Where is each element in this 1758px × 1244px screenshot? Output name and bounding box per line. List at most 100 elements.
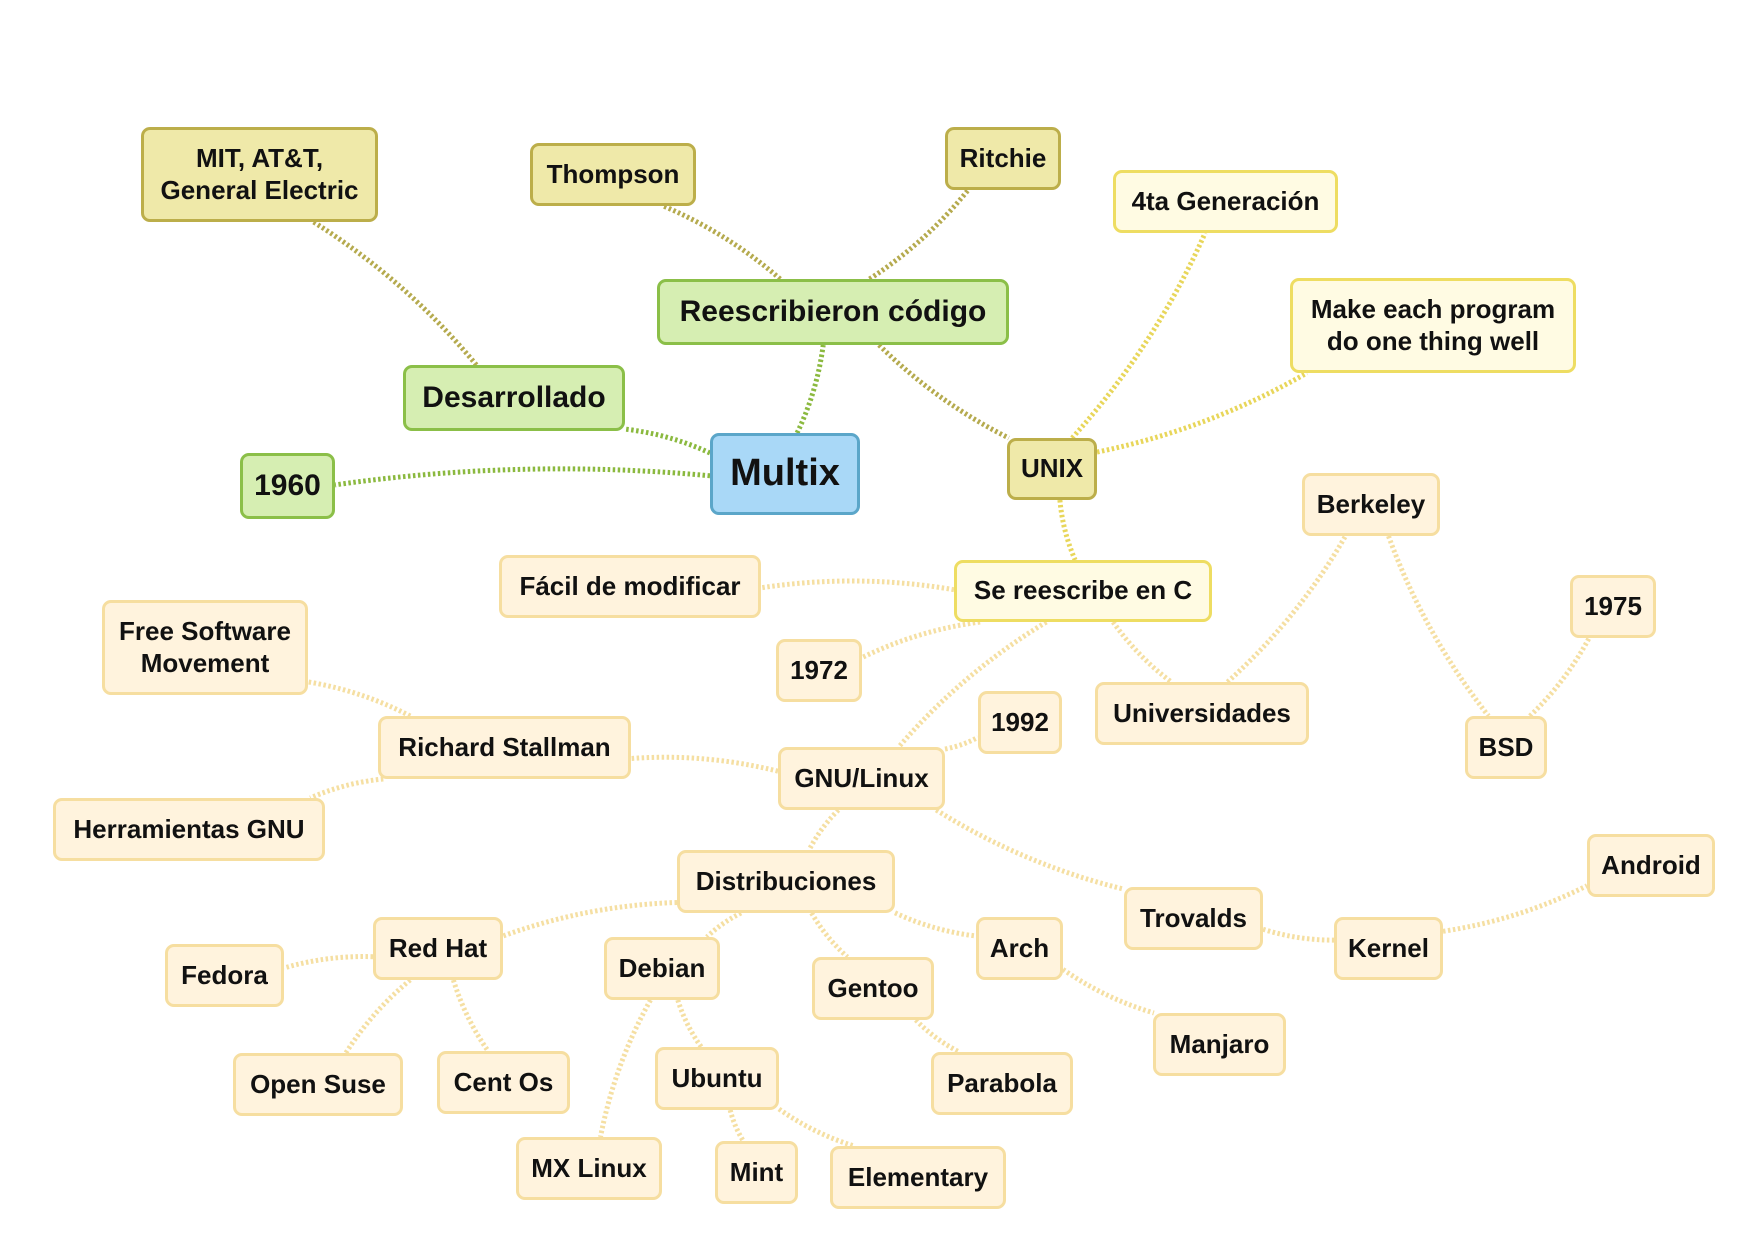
node-android[interactable]: Android bbox=[1587, 834, 1715, 897]
node-label: Thompson bbox=[546, 158, 680, 189]
node-label: Make each program do one thing well bbox=[1310, 294, 1556, 356]
node-fedora[interactable]: Fedora bbox=[165, 944, 284, 1007]
node-facil[interactable]: Fácil de modificar bbox=[499, 555, 761, 618]
node-ritchie[interactable]: Ritchie bbox=[945, 127, 1061, 190]
connector-universidades-berkeley bbox=[1225, 534, 1348, 684]
connector-reescribieron-ritchie bbox=[868, 188, 971, 282]
connector-redhat-fedora bbox=[283, 954, 374, 971]
node-label: Ritchie bbox=[959, 142, 1047, 173]
node-berkeley[interactable]: Berkeley bbox=[1302, 473, 1440, 536]
node-reescribieron[interactable]: Reescribieron código bbox=[657, 279, 1009, 345]
node-make[interactable]: Make each program do one thing well bbox=[1290, 278, 1576, 373]
connector-gnulinux-y1992 bbox=[944, 735, 980, 752]
node-opensuse[interactable]: Open Suse bbox=[233, 1053, 403, 1116]
node-mint[interactable]: Mint bbox=[715, 1141, 798, 1204]
node-y1992[interactable]: 1992 bbox=[978, 691, 1062, 754]
node-label: UNIX bbox=[1020, 453, 1084, 484]
connector-multix-desarrollado bbox=[624, 426, 712, 456]
connector-multix-reescribieron bbox=[794, 344, 826, 435]
node-parabola[interactable]: Parabola bbox=[931, 1052, 1073, 1115]
node-label: Open Suse bbox=[250, 1068, 386, 1099]
connector-unix-make bbox=[1096, 370, 1309, 455]
node-label: Cent Os bbox=[453, 1066, 554, 1097]
connector-gnulinux-distribuciones bbox=[806, 808, 841, 852]
node-ubuntu[interactable]: Ubuntu bbox=[655, 1047, 779, 1110]
connector-gnulinux-trovalds bbox=[934, 807, 1125, 892]
node-label: Richard Stallman bbox=[398, 731, 611, 762]
connector-berkeley-bsd bbox=[1386, 535, 1491, 718]
node-manjaro[interactable]: Manjaro bbox=[1153, 1013, 1286, 1076]
node-mxlinux[interactable]: MX Linux bbox=[516, 1137, 662, 1200]
node-trovalds[interactable]: Trovalds bbox=[1124, 887, 1263, 950]
node-cuarta[interactable]: 4ta Generación bbox=[1113, 170, 1338, 233]
connector-ubuntu-mint bbox=[727, 1109, 746, 1143]
connector-debian-ubuntu bbox=[675, 999, 704, 1049]
node-stallman[interactable]: Richard Stallman bbox=[378, 716, 631, 779]
connector-sereescribe-facil bbox=[760, 578, 955, 593]
node-label: Red Hat bbox=[388, 932, 488, 963]
node-redhat[interactable]: Red Hat bbox=[373, 917, 503, 980]
connector-redhat-centos bbox=[451, 979, 491, 1053]
node-thompson[interactable]: Thompson bbox=[530, 143, 696, 206]
node-label: 1975 bbox=[1584, 590, 1642, 621]
connector-distribuciones-arch bbox=[893, 910, 977, 939]
connector-multix-y1960 bbox=[334, 466, 711, 488]
node-label: Parabola bbox=[947, 1067, 1057, 1098]
node-label: Multix bbox=[730, 452, 840, 495]
connector-reescribieron-unix bbox=[877, 343, 1010, 441]
node-herramientas[interactable]: Herramientas GNU bbox=[53, 798, 325, 861]
connector-distribuciones-debian bbox=[705, 910, 743, 939]
connector-stallman-fsm bbox=[307, 679, 412, 719]
node-label: MX Linux bbox=[531, 1152, 647, 1183]
node-label: Reescribieron código bbox=[679, 295, 987, 328]
node-y1972[interactable]: 1972 bbox=[776, 639, 862, 702]
node-kernel[interactable]: Kernel bbox=[1334, 917, 1443, 980]
node-label: MIT, AT&T, General Electric bbox=[160, 143, 359, 205]
node-mit[interactable]: MIT, AT&T, General Electric bbox=[141, 127, 378, 222]
connector-sereescribe-gnulinux bbox=[896, 619, 1048, 749]
node-fsm[interactable]: Free Software Movement bbox=[102, 600, 308, 695]
node-label: 1992 bbox=[991, 706, 1049, 737]
node-y1960[interactable]: 1960 bbox=[240, 453, 335, 519]
node-arch[interactable]: Arch bbox=[976, 917, 1063, 980]
node-label: GNU/Linux bbox=[794, 762, 929, 793]
node-universidades[interactable]: Universidades bbox=[1095, 682, 1309, 745]
connector-sereescribe-y1972 bbox=[860, 619, 981, 660]
node-desarrollado[interactable]: Desarrollado bbox=[403, 365, 625, 431]
node-label: BSD bbox=[1478, 731, 1534, 762]
node-unix[interactable]: UNIX bbox=[1007, 438, 1097, 500]
node-gentoo[interactable]: Gentoo bbox=[812, 957, 934, 1020]
node-distribuciones[interactable]: Distribuciones bbox=[677, 850, 895, 913]
node-sereescribe[interactable]: Se reescribe en C bbox=[954, 560, 1212, 622]
node-bsd[interactable]: BSD bbox=[1465, 716, 1547, 779]
node-label: Se reescribe en C bbox=[973, 575, 1193, 606]
connector-reescribieron-thompson bbox=[662, 203, 782, 281]
connector-distribuciones-gentoo bbox=[809, 911, 850, 959]
node-gnulinux[interactable]: GNU/Linux bbox=[778, 747, 945, 810]
node-label: Kernel bbox=[1348, 932, 1429, 963]
connector-sereescribe-universidades bbox=[1111, 620, 1173, 685]
node-debian[interactable]: Debian bbox=[604, 937, 720, 1000]
node-multix[interactable]: Multix bbox=[710, 433, 860, 515]
node-label: 4ta Generación bbox=[1131, 185, 1320, 216]
node-centos[interactable]: Cent Os bbox=[437, 1051, 570, 1114]
node-label: 1960 bbox=[254, 469, 321, 502]
connector-gnulinux-stallman bbox=[630, 754, 779, 774]
node-label: Berkeley bbox=[1316, 488, 1426, 519]
node-y1975[interactable]: 1975 bbox=[1570, 575, 1656, 638]
node-label: Android bbox=[1601, 849, 1701, 880]
node-label: 1972 bbox=[790, 654, 848, 685]
connector-distribuciones-redhat bbox=[502, 900, 678, 939]
node-label: Gentoo bbox=[827, 972, 919, 1003]
node-label: Arch bbox=[989, 932, 1050, 963]
node-label: Fedora bbox=[181, 959, 268, 990]
node-label: Free Software Movement bbox=[119, 616, 291, 678]
node-label: Universidades bbox=[1113, 697, 1291, 728]
node-label: Fácil de modificar bbox=[519, 570, 741, 601]
node-label: Ubuntu bbox=[671, 1062, 763, 1093]
node-label: Trovalds bbox=[1140, 902, 1247, 933]
connector-unix-sereescribe bbox=[1057, 499, 1078, 561]
node-elementary[interactable]: Elementary bbox=[830, 1146, 1006, 1209]
node-label: Herramientas GNU bbox=[73, 813, 305, 844]
